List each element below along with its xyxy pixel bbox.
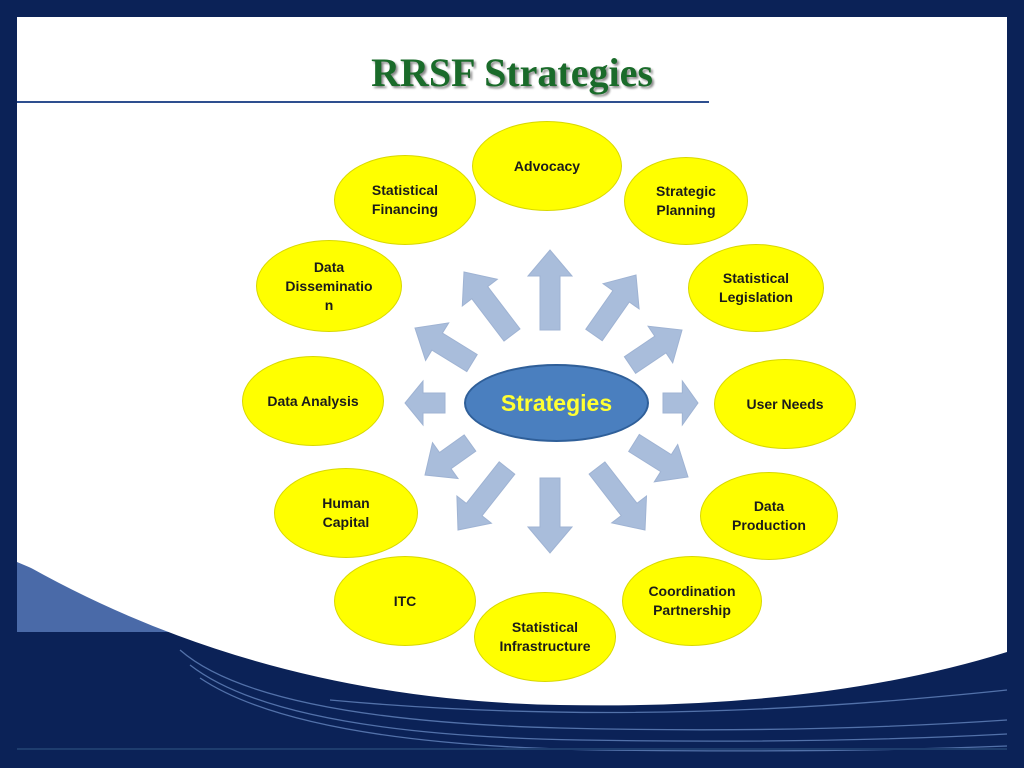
arrow-data-analysis	[404, 379, 446, 427]
node-label: Statistical Infrastructure	[499, 619, 591, 654]
center-strategies: Strategies	[464, 364, 649, 442]
node-advocacy: Advocacy	[472, 121, 622, 211]
arrow-coordination-partnership	[588, 461, 648, 531]
arrow-statistical-legislation	[623, 325, 683, 374]
arrow-strategic-planning	[585, 274, 640, 342]
node-label: Advocacy	[513, 157, 581, 174]
node-statistical-financing: Statistical Financing	[334, 155, 476, 245]
arrow-data-dissemination	[414, 322, 478, 373]
node-statistical-legislation: Statistical Legislation	[688, 244, 824, 332]
node-data-production: Data Production	[700, 472, 838, 560]
node-label: Data Analysis	[267, 392, 359, 409]
arrow-data-production	[628, 433, 689, 483]
node-coordination-partnership: Coordination Partnership	[622, 556, 762, 646]
node-label: Data Disseminatio n	[285, 258, 373, 313]
node-statistical-infrastructure: Statistical Infrastructure	[474, 592, 616, 682]
arrow-itc	[456, 461, 516, 531]
node-itc: ITC	[334, 556, 476, 646]
arrow-advocacy	[526, 249, 574, 331]
node-data-analysis: Data Analysis	[242, 356, 384, 446]
node-label: Human Capital	[322, 495, 370, 530]
arrow-statistical-financing	[461, 271, 521, 342]
node-data-dissemination: Data Disseminatio n	[256, 240, 402, 332]
node-label: ITC	[393, 592, 417, 609]
node-label: Strategic Planning	[656, 183, 716, 218]
slide-title: RRSF Strategies	[371, 50, 653, 95]
center-label: Strategies	[500, 389, 613, 416]
node-label: Coordination Partnership	[648, 583, 736, 618]
node-strategic-planning: Strategic Planning	[624, 157, 748, 245]
node-label: Statistical Legislation	[719, 270, 793, 305]
title-underline	[17, 101, 709, 103]
arrow-human-capital	[424, 434, 477, 480]
arrow-user-needs	[662, 379, 699, 427]
node-user-needs: User Needs	[714, 359, 856, 449]
node-human-capital: Human Capital	[274, 468, 418, 558]
node-label: Statistical Financing	[371, 182, 439, 217]
node-label: User Needs	[746, 395, 824, 412]
node-label: Data Production	[732, 498, 806, 533]
arrow-statistical-infrastructure	[526, 477, 574, 554]
